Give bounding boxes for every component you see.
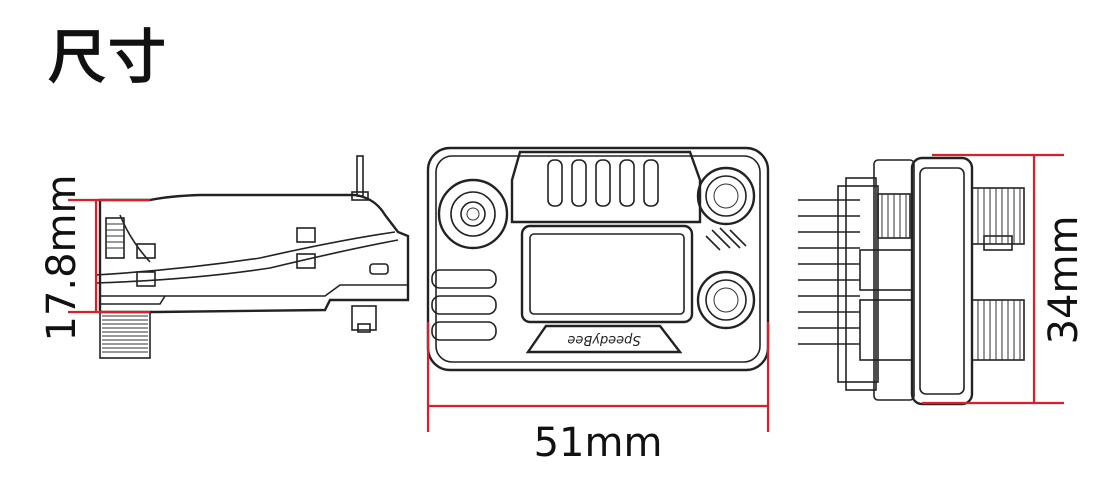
side-connector-bottom — [99, 311, 151, 359]
side-slits — [705, 227, 747, 251]
right-connector-bottom — [971, 299, 1025, 361]
header-pins — [798, 199, 860, 345]
brand-logo: SpeedyBee — [567, 332, 640, 347]
vent-grille — [547, 159, 659, 207]
front-connector-top — [696, 166, 756, 226]
dimension-label-width-front: 51mm — [534, 420, 663, 466]
dimension-height-right — [922, 153, 1064, 405]
dimension-label-height-side: 17.8mm — [39, 175, 85, 342]
dimension-width-front — [426, 322, 770, 432]
side-view — [94, 155, 410, 359]
dimension-label-height-right: 34mm — [1041, 216, 1087, 345]
front-connector-bottom — [696, 270, 756, 330]
side-bars — [431, 269, 497, 341]
dimension-height-side — [68, 198, 150, 314]
right-connector-top — [971, 187, 1025, 251]
right-view — [798, 156, 1025, 406]
page-title: 尺寸 — [48, 23, 169, 91]
front-view: SpeedyBee — [426, 146, 770, 372]
front-button-left — [437, 178, 509, 250]
